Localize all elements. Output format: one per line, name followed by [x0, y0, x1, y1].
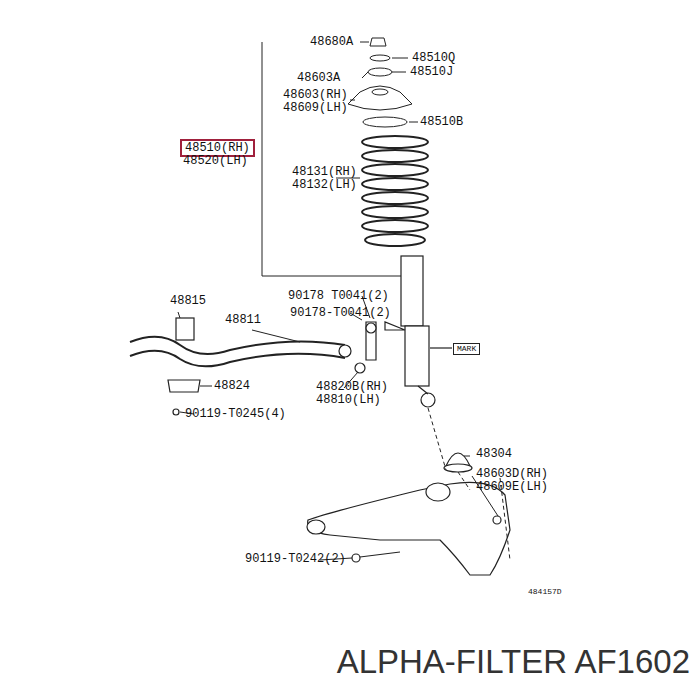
callout-number: 48609E(LH): [476, 481, 548, 493]
lower-eye: [421, 393, 435, 407]
part-number: MARK: [457, 345, 476, 353]
callout-number: 48603A: [297, 72, 340, 84]
callout-number: 48603D(RH): [476, 468, 548, 480]
callout-number: 48810(LH): [316, 394, 381, 406]
watermark: ALPHA-FILTER AF1602: [337, 645, 690, 678]
stabilizer-link: [366, 322, 376, 360]
callout-number: 48510B: [420, 116, 463, 128]
part-number: 48510(RH): [185, 142, 250, 154]
nut: [370, 38, 386, 46]
callout-number: 48609(LH): [283, 102, 348, 114]
callout-number: 48510Q: [412, 52, 455, 64]
washer: [370, 55, 390, 61]
callout-number: 48811: [225, 314, 261, 326]
shock-body: [405, 326, 429, 386]
callout-number: 48131(RH): [292, 166, 357, 178]
bushing: [176, 318, 194, 340]
callout-number: 48304: [476, 448, 512, 460]
callout-number: 48520(LH): [183, 155, 248, 167]
coil-spring: [362, 136, 428, 246]
drawing-number: 484157D: [528, 588, 562, 596]
callout-number: 48603(RH): [283, 89, 348, 101]
callout-number: 90178 T0041(2): [288, 290, 389, 302]
callout-number: 48680A: [310, 36, 353, 48]
callout-number: 48820B(RH): [316, 381, 388, 393]
spring-seat: [363, 117, 407, 127]
callout-number: 48510J: [410, 66, 453, 78]
mark-tag: MARK: [453, 343, 480, 355]
washer: [368, 68, 392, 76]
shock-absorber: [401, 256, 423, 326]
strut-mount: [348, 86, 412, 110]
callout-number: 90119-T0245(4): [185, 408, 286, 420]
callout-number: 48824: [214, 380, 250, 392]
callout-number: 90119-T0242(2): [245, 553, 346, 565]
callout-number: 48815: [170, 295, 206, 307]
callout-number: 90178-T0041(2): [290, 307, 391, 319]
bracket-line: [262, 42, 405, 276]
bracket: [168, 380, 200, 392]
callout-number: 48132(LH): [292, 179, 357, 191]
